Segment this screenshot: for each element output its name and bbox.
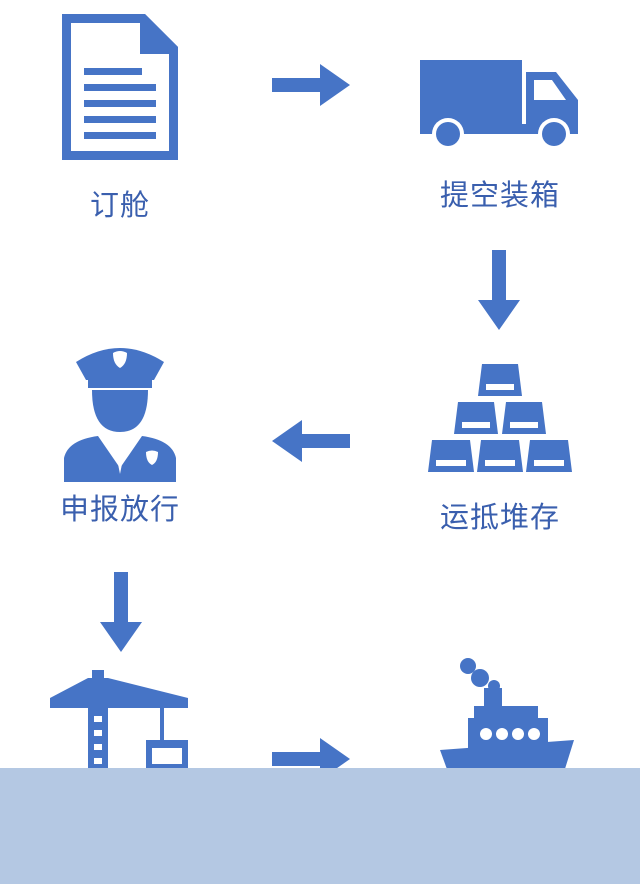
step-label-stacking: 运抵堆存	[439, 500, 560, 534]
arrow-left-icon	[272, 420, 350, 462]
arrow-down-icon	[100, 572, 142, 652]
cargo-ship-icon	[440, 656, 580, 772]
customs-officer-icon	[62, 340, 178, 482]
arrow-right-icon	[272, 64, 350, 106]
port-crane-icon	[48, 668, 194, 772]
arrow-down-icon	[478, 250, 520, 330]
step-label-customs: 申报放行	[59, 492, 180, 526]
document-icon	[62, 14, 178, 160]
container-stack-icon	[424, 360, 576, 474]
truck-icon	[418, 58, 580, 150]
bottom-overlay-band	[0, 768, 640, 884]
step-label-pickup: 提空装箱	[439, 178, 560, 212]
step-label-booking: 订舱	[89, 188, 150, 222]
